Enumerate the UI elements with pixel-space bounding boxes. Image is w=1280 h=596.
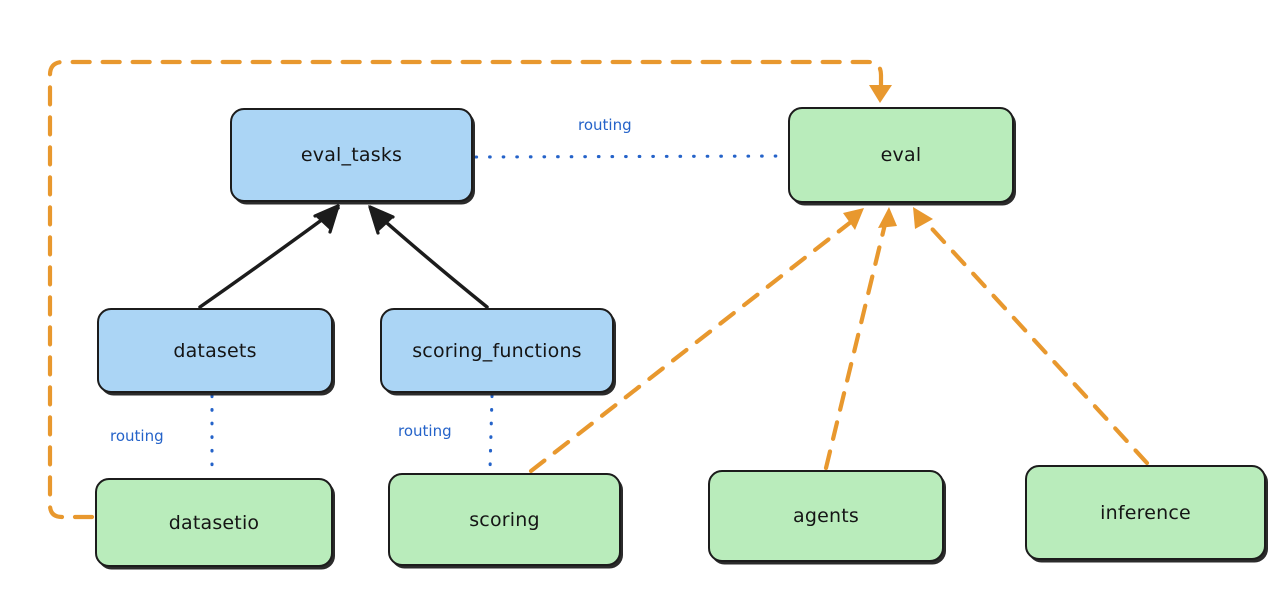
arrowhead-datasetio-to-eval	[869, 85, 892, 103]
node-label-scoring: scoring	[469, 508, 540, 531]
node-scoring[interactable]: scoring	[388, 473, 621, 566]
edge-agents-to-eval	[823, 217, 889, 471]
node-datasets[interactable]: datasets	[97, 308, 333, 393]
arrowhead-inference-to-eval	[913, 207, 933, 229]
dependency-edges	[47, 59, 1150, 520]
arrowhead-fill-scoring-functions	[368, 205, 393, 232]
node-scoring-functions[interactable]: scoring_functions	[380, 308, 614, 393]
node-label-datasets: datasets	[173, 339, 257, 362]
node-label-eval-tasks: eval_tasks	[300, 144, 403, 166]
edge-datasetio-to-eval	[47, 59, 884, 520]
routing-edges	[210, 154, 787, 476]
node-label-datasetio: datasetio	[168, 511, 260, 534]
composition-edges	[198, 204, 489, 309]
edge-inference-to-eval	[920, 216, 1150, 466]
arrowhead-agents-to-eval	[878, 207, 897, 228]
node-eval-tasks[interactable]: eval_tasks	[230, 108, 473, 202]
arrowhead-scoring-to-eval	[843, 208, 864, 230]
arrowhead-fill-datasets	[316, 205, 340, 231]
node-label-agents: agents	[793, 505, 859, 527]
node-eval[interactable]: eval	[788, 107, 1014, 203]
edge-eval_tasks-to-eval	[474, 154, 787, 159]
node-label-scoring-functions: scoring_functions	[412, 339, 582, 362]
node-datasetio[interactable]: datasetio	[95, 478, 333, 567]
edge-label-routing-eval-tasks-eval: routing	[578, 116, 632, 134]
edge-scoring-to-eval	[528, 215, 859, 474]
edge-scoring_functions-to-eval_tasks	[369, 207, 489, 309]
edge-label-routing-scoring-functions-scoring: routing	[398, 422, 452, 440]
edge-label-routing-datasets-datasetio: routing	[110, 427, 164, 445]
node-agents[interactable]: agents	[708, 470, 944, 562]
edge-scoring_functions-to-scoring	[488, 394, 494, 472]
node-label-inference: inference	[1100, 501, 1191, 524]
node-inference[interactable]: inference	[1025, 465, 1266, 560]
node-label-eval: eval	[880, 144, 922, 166]
edge-datasets-to-eval_tasks	[198, 206, 340, 309]
